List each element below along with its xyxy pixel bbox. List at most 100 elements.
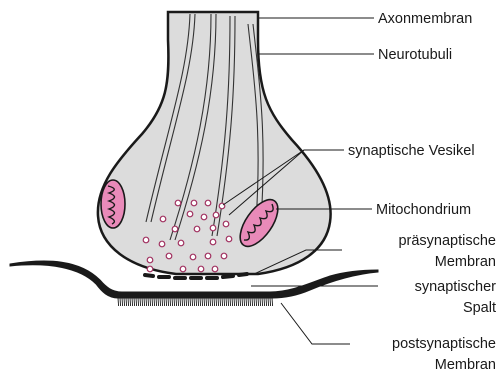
density-stroke	[208, 298, 209, 306]
vesicle	[166, 253, 172, 259]
density-stroke	[194, 298, 195, 306]
vesicle	[187, 211, 193, 217]
density-stroke	[268, 298, 269, 306]
density-stroke	[196, 298, 197, 306]
density-stroke	[220, 298, 221, 306]
density-stroke	[182, 298, 183, 306]
density-stroke	[272, 298, 273, 306]
density-stroke	[260, 298, 261, 306]
label-synaptic-cleft-1: synaptischer	[415, 279, 497, 295]
density-stroke	[230, 298, 231, 306]
vesicle	[205, 200, 211, 206]
density-stroke	[218, 298, 219, 306]
density-stroke	[140, 298, 141, 306]
density-stroke	[232, 298, 233, 306]
density-stroke	[130, 298, 131, 306]
postsynaptic-density	[118, 298, 273, 306]
density-stroke	[202, 298, 203, 306]
density-stroke	[166, 298, 167, 306]
label-axon-membrane: Axonmembran	[378, 11, 472, 27]
density-stroke	[228, 298, 229, 306]
density-stroke	[174, 298, 175, 306]
vesicle	[213, 212, 219, 218]
label-postsynaptic-1: postsynaptische	[392, 336, 496, 352]
density-stroke	[162, 298, 163, 306]
density-stroke	[236, 298, 237, 306]
vesicle	[190, 254, 196, 260]
density-stroke	[248, 298, 249, 306]
density-stroke	[200, 298, 201, 306]
density-stroke	[180, 298, 181, 306]
vesicle	[210, 225, 216, 231]
density-stroke	[186, 298, 187, 306]
density-stroke	[128, 298, 129, 306]
density-stroke	[144, 298, 145, 306]
density-stroke	[150, 298, 151, 306]
label-synaptic-cleft-2: Spalt	[463, 300, 496, 316]
density-stroke	[176, 298, 177, 306]
vesicle	[178, 240, 184, 246]
vesicle	[223, 221, 229, 227]
vesicle	[205, 253, 211, 259]
vesicle	[147, 266, 153, 272]
density-stroke	[234, 298, 235, 306]
density-stroke	[264, 298, 265, 306]
density-stroke	[164, 298, 165, 306]
density-stroke	[146, 298, 147, 306]
density-stroke	[246, 298, 247, 306]
label-presynaptic-1: präsynaptische	[398, 233, 496, 249]
density-stroke	[158, 298, 159, 306]
vesicle	[201, 214, 207, 220]
density-stroke	[266, 298, 267, 306]
density-stroke	[136, 298, 137, 306]
vesicle	[175, 200, 181, 206]
density-stroke	[198, 298, 199, 306]
density-stroke	[262, 298, 263, 306]
density-stroke	[148, 298, 149, 306]
vesicle	[212, 266, 218, 272]
density-stroke	[124, 298, 125, 306]
density-stroke	[170, 298, 171, 306]
vesicle	[226, 236, 232, 242]
vesicle	[159, 241, 165, 247]
density-stroke	[118, 298, 119, 306]
density-stroke	[122, 298, 123, 306]
density-stroke	[212, 298, 213, 306]
density-stroke	[214, 298, 215, 306]
vesicle	[194, 226, 200, 232]
density-stroke	[242, 298, 243, 306]
density-stroke	[256, 298, 257, 306]
vesicle	[143, 237, 149, 243]
density-stroke	[154, 298, 155, 306]
density-stroke	[126, 298, 127, 306]
label-synaptic-vesicles: synaptische Vesikel	[348, 143, 475, 159]
density-stroke	[210, 298, 211, 306]
mitochondrion-left	[101, 180, 125, 228]
label-neurotubules: Neurotubuli	[378, 47, 452, 63]
label-postsynaptic-2: Membran	[435, 357, 496, 373]
vesicle	[172, 226, 178, 232]
density-stroke	[156, 298, 157, 306]
vesicle	[198, 266, 204, 272]
density-stroke	[224, 298, 225, 306]
density-stroke	[142, 298, 143, 306]
density-stroke	[270, 298, 271, 306]
density-stroke	[226, 298, 227, 306]
density-stroke	[168, 298, 169, 306]
density-stroke	[250, 298, 251, 306]
density-stroke	[188, 298, 189, 306]
density-stroke	[244, 298, 245, 306]
density-stroke	[172, 298, 173, 306]
density-stroke	[252, 298, 253, 306]
vesicle	[210, 239, 216, 245]
vesicle	[180, 266, 186, 272]
density-stroke	[178, 298, 179, 306]
vesicle	[147, 257, 153, 263]
density-stroke	[206, 298, 207, 306]
density-stroke	[184, 298, 185, 306]
density-stroke	[132, 298, 133, 306]
vesicle	[221, 253, 227, 259]
density-stroke	[222, 298, 223, 306]
density-stroke	[190, 298, 191, 306]
